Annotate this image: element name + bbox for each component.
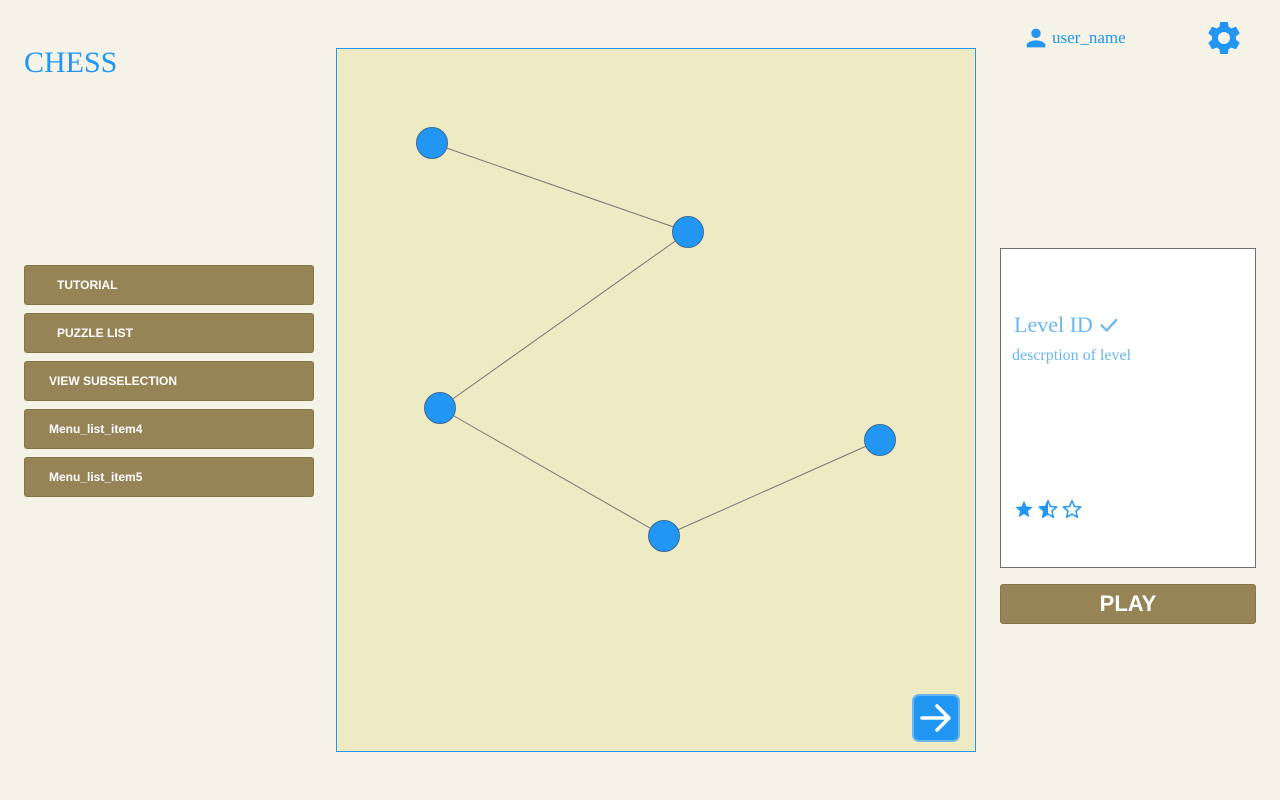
menu-list: TUTORIAL PUZZLE LIST VIEW SUBSELECTION M… (24, 265, 314, 497)
level-node-2[interactable] (672, 216, 704, 248)
level-map (336, 48, 976, 752)
play-button[interactable]: PLAY (1000, 584, 1256, 624)
user-profile[interactable]: user_name (1022, 22, 1126, 54)
level-id: Level ID (1014, 312, 1093, 337)
star-empty-icon (1062, 499, 1082, 518)
path-connector (439, 231, 689, 409)
menu-item-4[interactable]: Menu_list_item4 (24, 409, 314, 449)
app-title: CHESS (24, 46, 118, 79)
level-node-1[interactable] (416, 127, 448, 159)
user-name: user_name (1052, 28, 1126, 47)
next-page-button[interactable] (912, 694, 960, 742)
menu-item-view-subselection[interactable]: VIEW SUBSELECTION (24, 361, 314, 401)
level-node-3[interactable] (424, 392, 456, 424)
menu-item-puzzle-list[interactable]: PUZZLE LIST (24, 313, 314, 353)
path-connector (439, 407, 665, 537)
path-connector (663, 439, 881, 537)
level-info-card: Level ID descrption of level (1000, 248, 1256, 568)
star-rating (1014, 499, 1082, 519)
menu-item-5[interactable]: Menu_list_item5 (24, 457, 314, 497)
menu-item-tutorial[interactable]: TUTORIAL (24, 265, 314, 305)
level-title-row: Level ID (1014, 312, 1120, 338)
level-node-5[interactable] (864, 424, 896, 456)
gear-icon (1208, 22, 1240, 54)
path-connector (431, 142, 689, 233)
level-node-4[interactable] (648, 520, 680, 552)
star-half-icon (1038, 499, 1058, 518)
settings-button[interactable] (1204, 18, 1244, 58)
person-icon (1026, 28, 1046, 48)
checkmark-icon (1100, 318, 1118, 332)
level-description: descrption of level (1012, 347, 1132, 364)
star-full-icon (1015, 500, 1033, 518)
arrow-right-icon (920, 704, 951, 732)
level-path-svg (416, 127, 896, 552)
